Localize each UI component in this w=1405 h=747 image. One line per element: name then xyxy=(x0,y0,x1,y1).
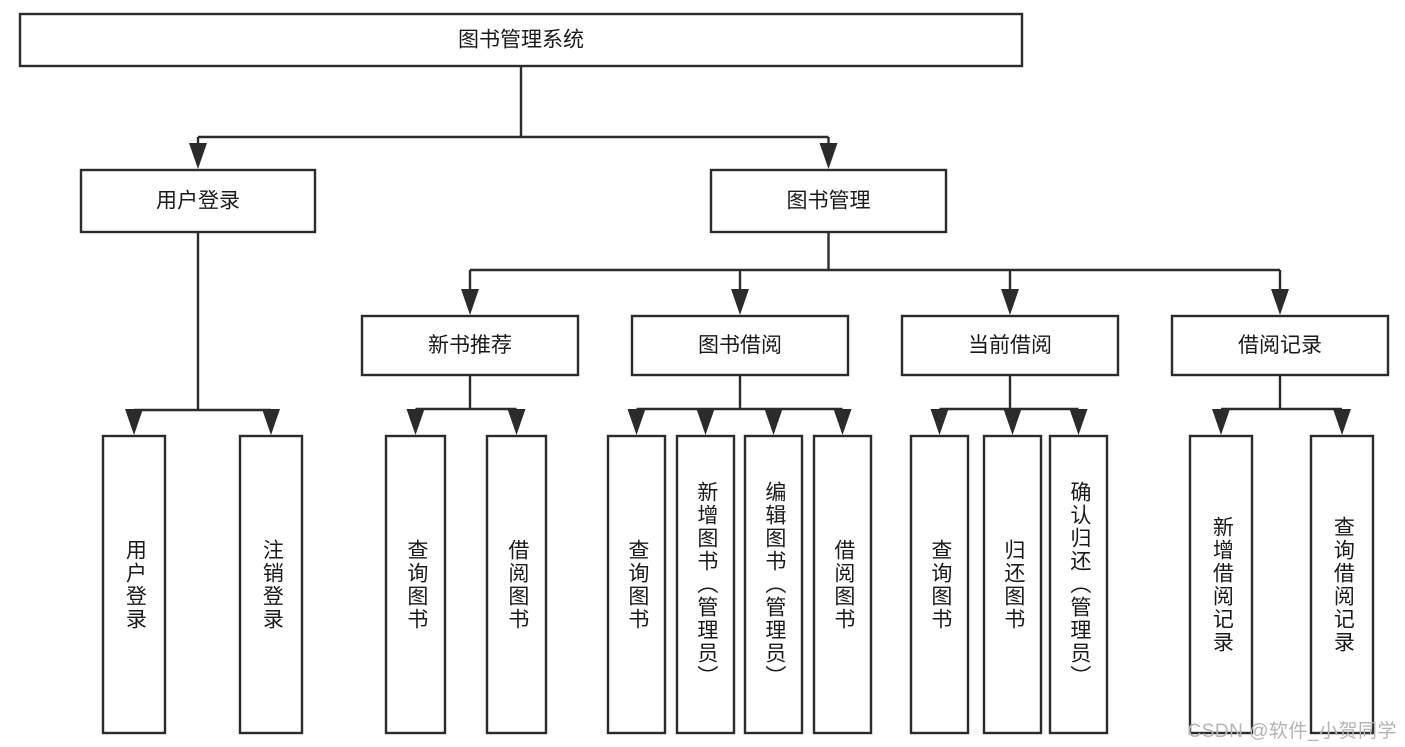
arrow-head-icon xyxy=(930,409,949,435)
node-boxes xyxy=(18,12,1390,735)
arrow-head-icon xyxy=(696,409,715,435)
level3-node-box-new-book-recommend[interactable] xyxy=(360,314,580,377)
leaf-node-box-leaf-query-book-2[interactable] xyxy=(606,434,667,735)
leaf-node-box-leaf-logout-login[interactable] xyxy=(238,434,304,735)
leaf-node-box-leaf-borrow-book-1[interactable] xyxy=(485,434,548,735)
level3-node-label-book-borrow: 图书借阅 xyxy=(698,334,782,357)
leaf-node-box-leaf-borrow-book-2[interactable] xyxy=(812,434,873,735)
arrow-head-icon xyxy=(627,409,646,435)
leaf-node-box-leaf-edit-book[interactable] xyxy=(743,434,804,735)
level3-node-label-new-book-recommend: 新书推荐 xyxy=(428,334,512,357)
root-node-label: 图书管理系统 xyxy=(458,29,584,52)
connector-lines xyxy=(125,66,1351,435)
level2-node-box-user-login[interactable] xyxy=(79,168,317,234)
arrow-head-icon xyxy=(262,409,280,435)
leaf-node-box-leaf-query-book-3[interactable] xyxy=(909,434,970,735)
arrow-head-icon xyxy=(461,289,479,315)
arrow-head-icon xyxy=(731,289,749,315)
arrow-head-icon xyxy=(1212,409,1230,435)
arrow-head-icon xyxy=(507,409,526,435)
level2-node-box-book-manage[interactable] xyxy=(709,168,948,234)
arrow-head-icon xyxy=(189,143,207,169)
level3-node-box-borrow-record[interactable] xyxy=(1170,314,1390,377)
leaf-node-box-leaf-query-book-1[interactable] xyxy=(384,434,447,735)
leaf-node-box-leaf-user-login[interactable] xyxy=(101,434,167,735)
arrow-head-icon xyxy=(1333,409,1351,435)
level3-node-box-current-borrow[interactable] xyxy=(900,314,1120,377)
leaf-node-box-leaf-confirm-return[interactable] xyxy=(1048,434,1109,735)
root-node-box[interactable] xyxy=(18,12,1024,68)
arrow-head-icon xyxy=(764,409,783,435)
level3-node-box-book-borrow[interactable] xyxy=(630,314,850,377)
leaf-node-box-leaf-add-book[interactable] xyxy=(675,434,736,735)
level2-node-label-book-manage: 图书管理 xyxy=(787,190,871,213)
arrow-head-icon xyxy=(819,143,838,169)
arrow-head-icon xyxy=(1001,289,1019,315)
arrow-head-icon xyxy=(833,409,852,435)
arrow-head-icon xyxy=(1069,409,1088,435)
level3-node-label-borrow-record: 借阅记录 xyxy=(1238,334,1322,357)
leaf-node-box-leaf-query-record[interactable] xyxy=(1309,434,1375,735)
level3-node-label-current-borrow: 当前借阅 xyxy=(968,334,1052,357)
level2-node-label-user-login: 用户登录 xyxy=(156,190,240,213)
arrow-head-icon xyxy=(125,409,143,435)
arrow-head-icon xyxy=(406,409,425,435)
arrow-head-icon xyxy=(1003,409,1022,435)
leaf-node-box-leaf-add-record[interactable] xyxy=(1188,434,1254,735)
csdn-watermark: CSDN @软件_小贺同学 xyxy=(1187,721,1397,742)
arrow-head-icon xyxy=(1271,289,1289,315)
leaf-node-box-leaf-return-book[interactable] xyxy=(982,434,1043,735)
